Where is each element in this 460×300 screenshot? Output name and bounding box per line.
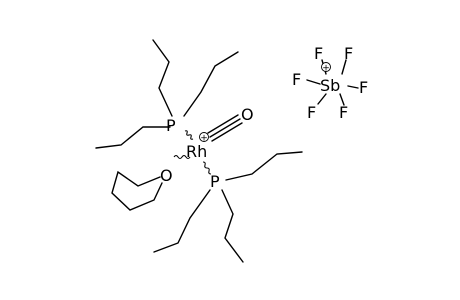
- atom-rhodium: Rh: [186, 142, 207, 161]
- carbonyl-triple-bond: [207, 114, 243, 142]
- wavy-bond-p-top-rh: [184, 130, 194, 140]
- atom-fluorine-1: F: [314, 44, 323, 63]
- atom-oxygen-carbonyl: O: [241, 105, 254, 124]
- propyl-chain-top-lower: [95, 126, 171, 149]
- propyl-chain-bottom-right: [225, 151, 303, 181]
- atom-fluorine-4: F: [359, 78, 368, 97]
- charge-rhodium-sign: +: [200, 133, 208, 143]
- atom-p-top: P: [166, 116, 176, 135]
- atom-fluorine-2: F: [344, 44, 353, 63]
- wavy-bond-rh-p-bottom: [202, 161, 212, 175]
- charge-antimony: +: [321, 62, 331, 73]
- propyl-chain-bottom-middle: [221, 189, 244, 263]
- atom-fluorine-5: F: [307, 103, 316, 122]
- atom-antimony: Sb: [320, 76, 340, 95]
- propyl-chain-top-left: [152, 39, 173, 117]
- atom-oxygen-thf: O: [160, 166, 173, 185]
- atom-p-bottom: P: [210, 172, 220, 191]
- thf-ring: [111, 170, 163, 211]
- charge-antimony-sign: +: [322, 63, 330, 73]
- charge-rhodium: +: [199, 132, 209, 143]
- wavy-bond-rh-o: [173, 154, 191, 160]
- atom-fluorine-3: F: [292, 70, 301, 89]
- atom-fluorine-6: F: [339, 103, 348, 122]
- propyl-chain-top-right: [183, 51, 239, 117]
- propyl-chain-bottom-left: [153, 189, 211, 253]
